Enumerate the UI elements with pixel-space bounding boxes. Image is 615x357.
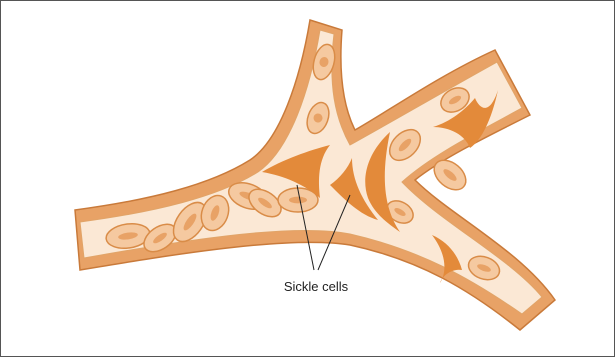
sickle-cells-label: Sickle cells [284,279,349,294]
